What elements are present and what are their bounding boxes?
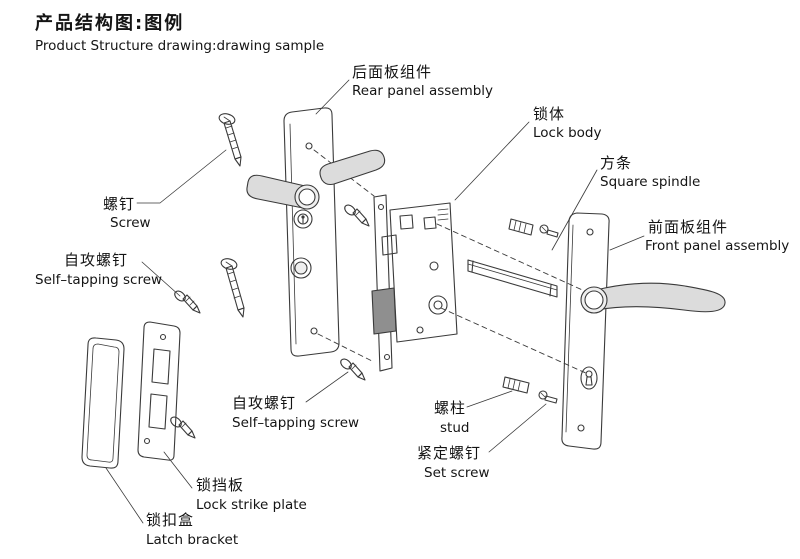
self-tapping-screw-bottom-center — [340, 358, 366, 381]
set-screw-lower — [538, 390, 558, 404]
leader-lines — [105, 79, 645, 524]
self-tapping-screw-top-center — [344, 204, 370, 227]
latch-bracket — [81, 337, 125, 469]
label-strike-plate-en: Lock strike plate — [196, 497, 307, 513]
label-front-panel-en: Front panel assembly — [645, 238, 790, 254]
lock-strike-plate — [137, 321, 181, 461]
label-self-tapping-left-en: Self–tapping screw — [35, 272, 163, 288]
label-front-panel-cn: 前面板组件 — [648, 218, 729, 236]
screw-top — [218, 113, 242, 167]
self-tapping-screw-left — [174, 290, 201, 314]
stud-lower — [502, 376, 530, 394]
label-rear-panel-en: Rear panel assembly — [352, 83, 494, 99]
label-stud-en: stud — [440, 420, 470, 436]
page-title-cn: 产品结构图:图例 — [35, 13, 185, 34]
label-latch-bracket-en: Latch bracket — [146, 532, 239, 548]
square-spindle — [467, 259, 558, 298]
screw-middle — [220, 258, 245, 318]
label-stud-cn: 螺柱 — [434, 399, 467, 417]
label-lock-body-en: Lock body — [533, 125, 602, 141]
label-set-screw-cn: 紧定螺钉 — [417, 444, 482, 462]
label-square-spindle-cn: 方条 — [600, 154, 633, 172]
page-title-en: Product Structure drawing:drawing sample — [35, 38, 325, 54]
label-screw-en: Screw — [110, 215, 151, 231]
stud-upper — [508, 218, 534, 236]
self-tapping-screw-strike-bottom — [170, 416, 196, 439]
label-latch-bracket-cn: 锁扣盒 — [146, 511, 195, 529]
label-lock-body-cn: 锁体 — [533, 105, 566, 123]
front-panel-assembly — [561, 212, 726, 450]
label-rear-panel-cn: 后面板组件 — [352, 63, 433, 81]
label-square-spindle-en: Square spindle — [600, 174, 701, 190]
label-set-screw-en: Set screw — [424, 465, 490, 481]
label-self-tapping-bottom-en: Self–tapping screw — [232, 415, 360, 431]
rear-panel-assembly — [246, 107, 386, 357]
label-strike-plate-cn: 锁挡板 — [196, 476, 245, 494]
set-screw-upper — [539, 224, 559, 238]
label-self-tapping-left-cn: 自攻螺钉 — [64, 251, 129, 269]
label-self-tapping-bottom-cn: 自攻螺钉 — [232, 394, 297, 412]
lock-body — [371, 194, 458, 372]
assembly-dashed-lines — [313, 149, 601, 375]
label-screw-cn: 螺钉 — [103, 195, 136, 213]
